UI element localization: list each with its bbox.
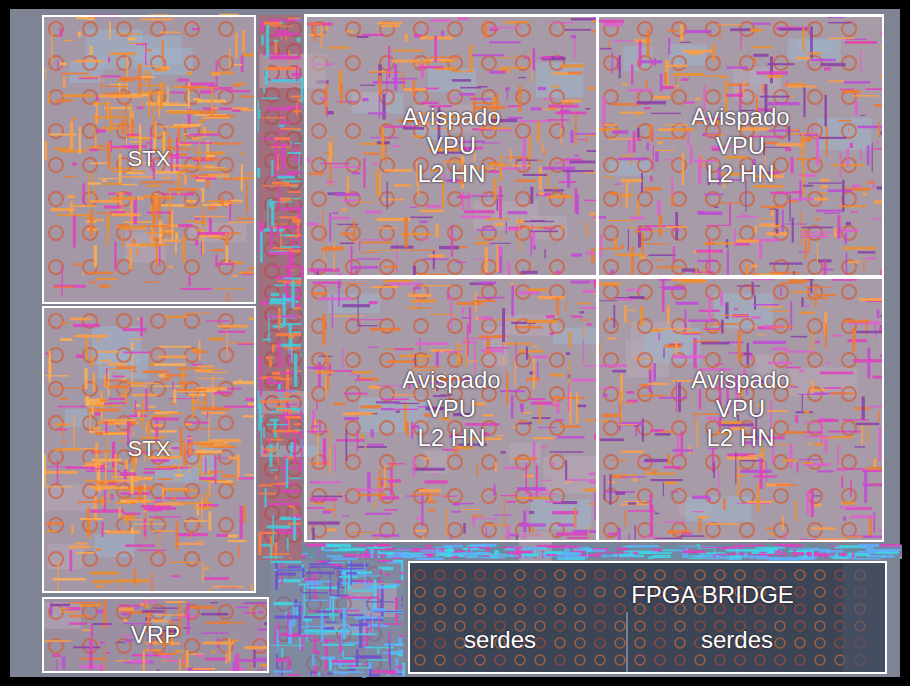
part-label: serdes (464, 626, 536, 655)
block-label: Avispado (402, 366, 500, 395)
block-label: Avispado (691, 103, 789, 132)
block-label: VRP (131, 621, 180, 650)
layout-texture (305, 15, 597, 276)
cpu-tile: AvispadoVPUL2 HN (597, 15, 884, 277)
cpu-tile: AvispadoVPUL2 HN (305, 277, 598, 542)
block-label: Avispado (691, 366, 789, 395)
layout-texture (597, 15, 883, 276)
tile-frame (305, 15, 883, 541)
part-label: serdes (701, 626, 773, 655)
block-label: L2 HN (706, 160, 774, 189)
layout-texture (42, 15, 255, 303)
block-label: VPU (716, 132, 765, 161)
layout-texture (597, 278, 883, 541)
stx-block: STX (42, 306, 256, 593)
layout-texture (305, 278, 616, 541)
block-label: L2 HN (417, 424, 485, 453)
fpga-bridge: FPGA BRIDGE (408, 561, 887, 674)
block-label: VPU (427, 132, 476, 161)
block-label: Avispado (402, 103, 500, 132)
layout-texture (42, 598, 268, 672)
layout-texture (258, 15, 326, 560)
block-label: VPU (427, 395, 476, 424)
block-label: STX (128, 146, 171, 172)
block-label: FPGA BRIDGE (631, 581, 794, 610)
block-label: STX (128, 436, 171, 462)
block-label: VPU (716, 395, 765, 424)
cpu-tile: AvispadoVPUL2 HN (305, 15, 598, 277)
vrp-block: VRP (42, 597, 269, 673)
block-label: L2 HN (706, 424, 774, 453)
stx-block: STX (42, 15, 256, 304)
serdes-area (408, 562, 886, 673)
layout-texture (270, 560, 404, 677)
layout-texture (42, 307, 255, 592)
cpu-tile: AvispadoVPUL2 HN (597, 277, 884, 542)
block-label: L2 HN (417, 160, 485, 189)
